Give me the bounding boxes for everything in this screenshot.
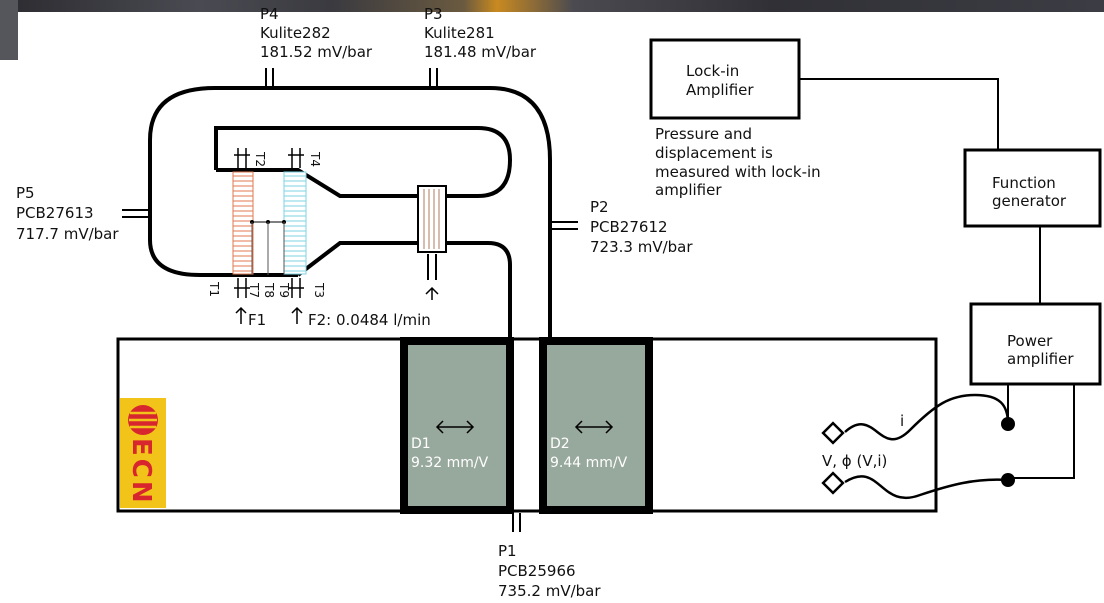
p3-model: Kulite281 <box>424 24 495 42</box>
t2-label: T2 <box>253 151 267 167</box>
t3-label: T3 <box>312 282 326 298</box>
lockin-note-line2: displacement is <box>655 144 773 162</box>
power-amplifier-line1: Power <box>1007 332 1053 350</box>
p5-sensitivity: 717.7 mV/bar <box>16 225 119 243</box>
piston-d1 <box>404 341 510 510</box>
t9-label: T9 <box>277 282 291 298</box>
lockin-note-line1: Pressure and <box>655 125 752 143</box>
p2-model: PCB27612 <box>590 218 668 236</box>
p1-sensitivity: 735.2 mV/bar <box>498 582 601 600</box>
secondary-heat-exchanger <box>418 186 446 252</box>
lockin-label-line2: Amplifier <box>686 81 754 99</box>
diagram-sheet <box>18 12 1104 603</box>
f1-label: F1 <box>248 311 266 329</box>
lockin-note-line3: measured with lock-in <box>655 163 821 181</box>
piston-d2 <box>543 341 649 510</box>
t8-label: T8 <box>262 282 276 298</box>
p1-id: P1 <box>498 542 517 560</box>
d1-id: D1 <box>411 436 431 452</box>
d1-sensitivity: 9.32 mm/V <box>411 455 489 471</box>
current-label: i <box>900 412 904 430</box>
t4-label: T4 <box>308 151 322 167</box>
p5-model: PCB27613 <box>16 204 94 222</box>
lockin-label-line1: Lock-in <box>686 62 739 80</box>
alternator-housing <box>118 339 936 511</box>
function-generator-line1: Function <box>992 174 1056 192</box>
p1-model: PCB25966 <box>498 562 576 580</box>
t1-label: T1 <box>207 281 221 297</box>
p4-sensitivity: 181.52 mV/bar <box>260 43 373 61</box>
f2-label: F2: 0.0484 l/min <box>308 311 431 329</box>
voltage-phase-label: V, ϕ (V,i) <box>822 452 887 470</box>
p4-id: P4 <box>260 5 279 23</box>
p2-id: P2 <box>590 198 609 216</box>
cold-heat-exchanger <box>284 172 306 274</box>
p4-model: Kulite282 <box>260 24 331 42</box>
ecn-logo-text: ECN <box>126 438 156 506</box>
p3-id: P3 <box>424 5 443 23</box>
lockin-note-line4: amplifier <box>655 181 722 199</box>
d2-id: D2 <box>550 436 570 452</box>
terminal-voltage <box>1001 473 1015 487</box>
p3-sensitivity: 181.48 mV/bar <box>424 43 537 61</box>
hot-heat-exchanger <box>233 172 253 274</box>
p5-id: P5 <box>16 184 35 202</box>
t7-label: T7 <box>247 282 261 298</box>
function-generator-line2: generator <box>992 192 1067 210</box>
d2-sensitivity: 9.44 mm/V <box>550 455 628 471</box>
power-amplifier-line2: amplifier <box>1007 350 1074 368</box>
ecn-logo: ECN <box>120 398 166 508</box>
p2-sensitivity: 723.3 mV/bar <box>590 238 693 256</box>
